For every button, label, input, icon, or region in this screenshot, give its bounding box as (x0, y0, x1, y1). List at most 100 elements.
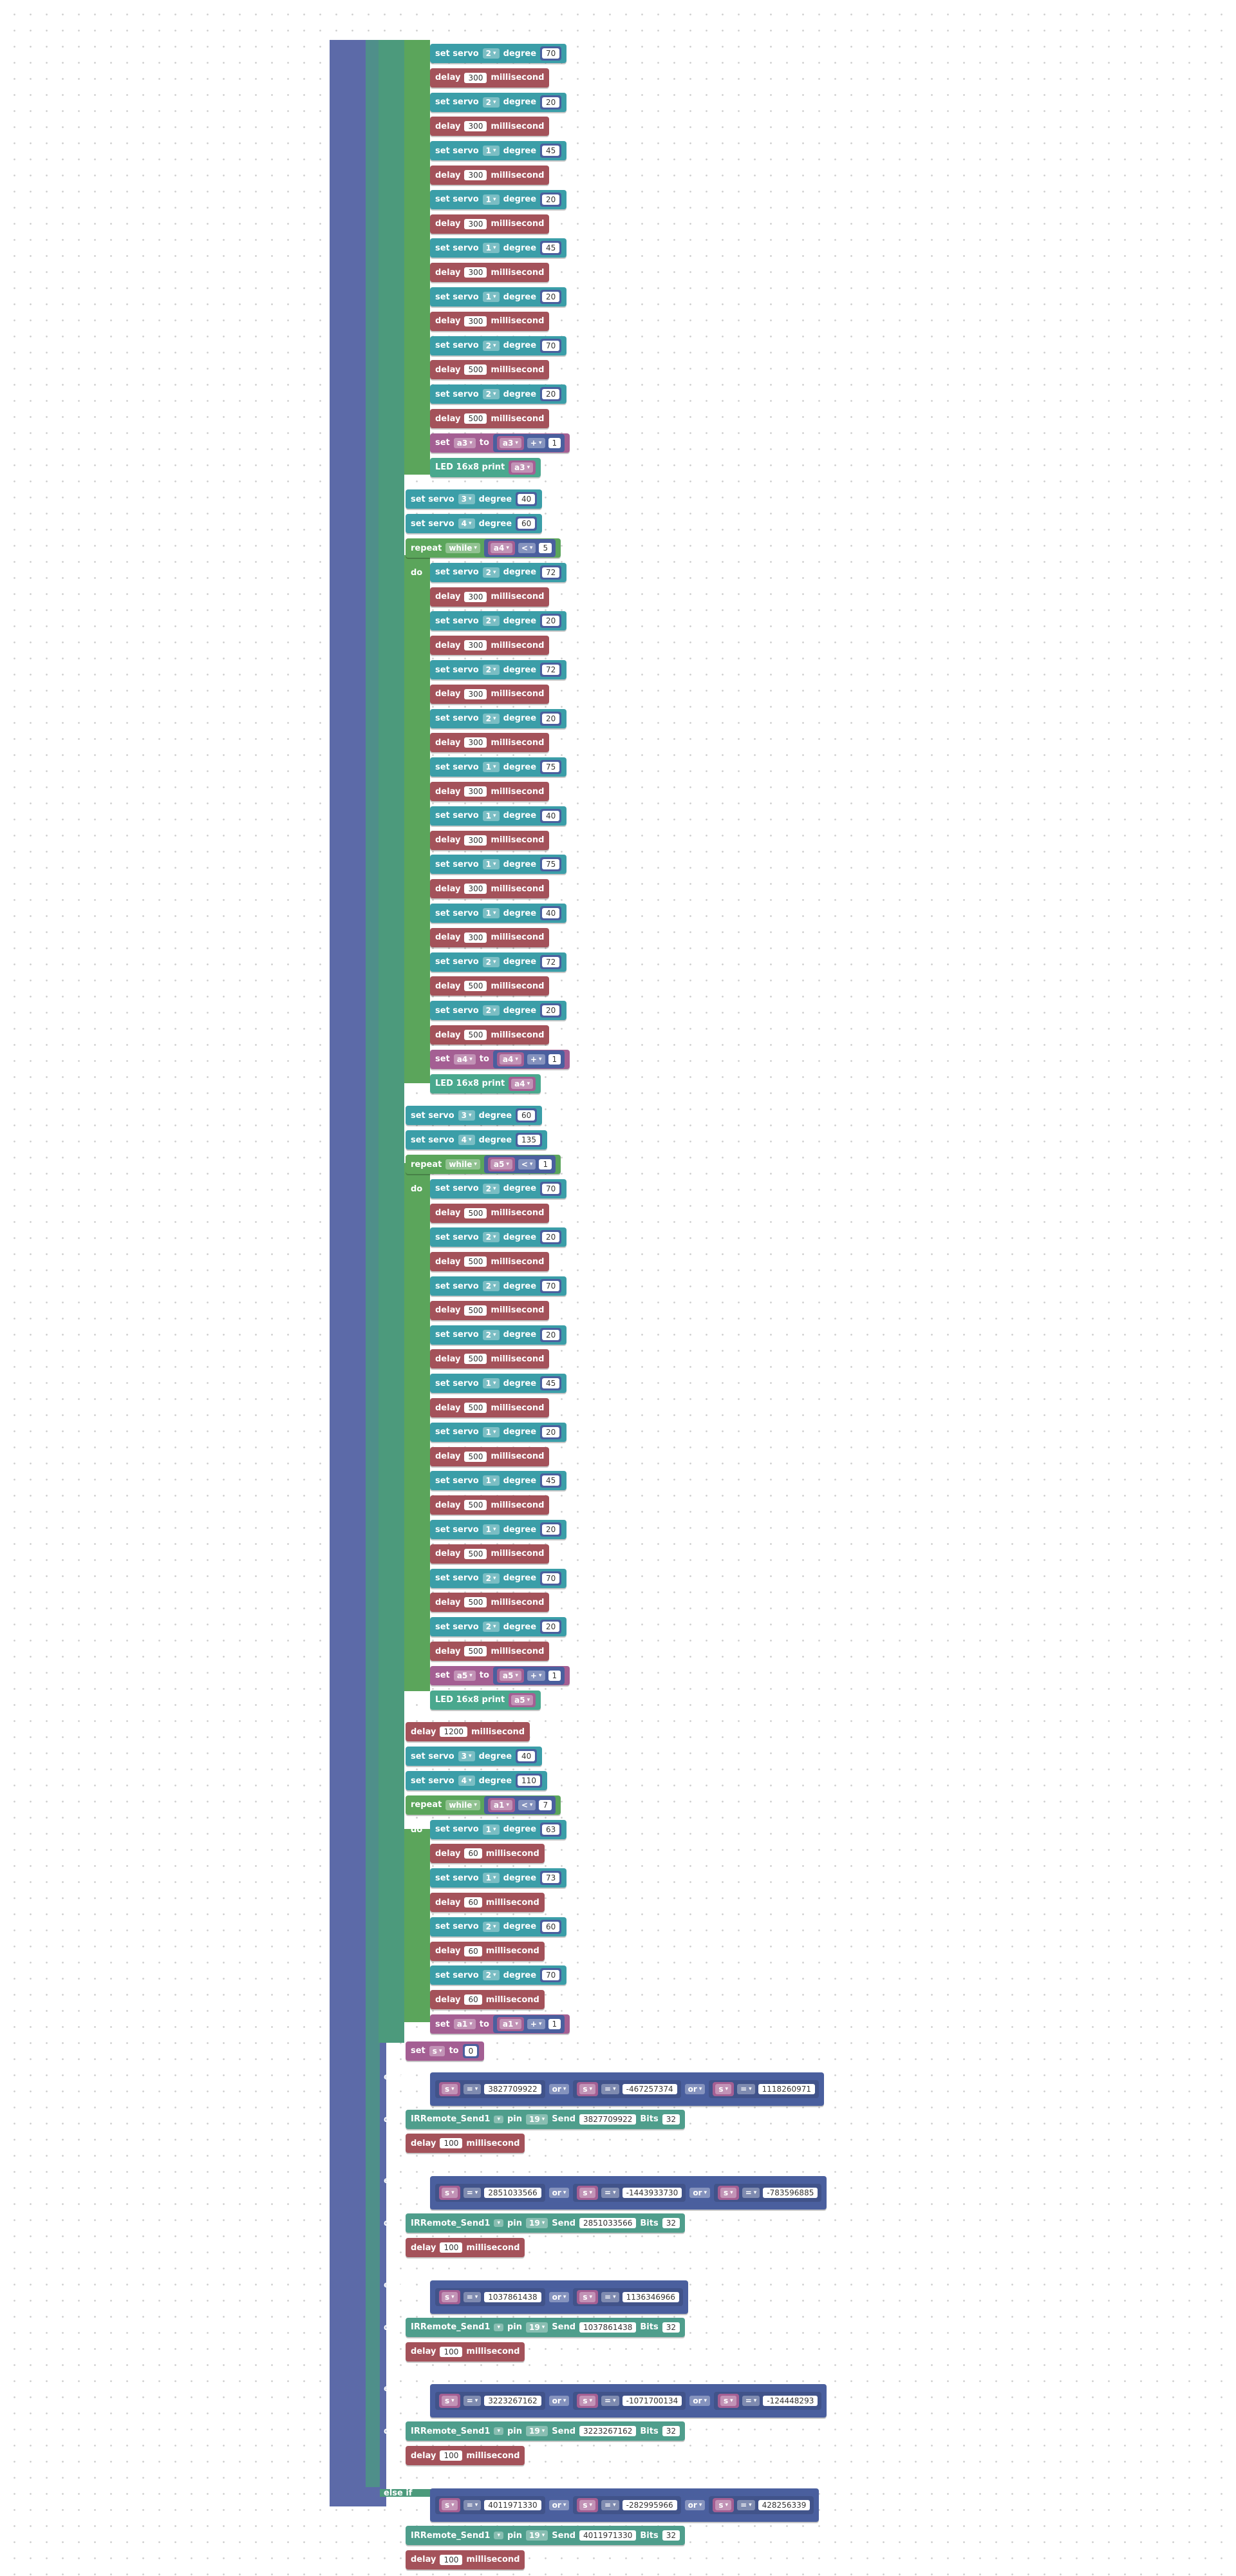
servo-number-dropdown[interactable]: 1▾ (482, 1873, 500, 1884)
arithmetic-block[interactable]: a4▾+▾1 (492, 1050, 565, 1068)
degree-input-block[interactable]: 70 (540, 1181, 562, 1196)
compare-operator-dropdown[interactable]: <▾ (518, 543, 536, 553)
equals-block[interactable]: s▾=▾3827709922 (435, 2079, 545, 2098)
send-value-input[interactable]: 3827709922 (579, 2114, 637, 2125)
variable-getter[interactable]: s▾ (439, 2498, 460, 2512)
send-value-input[interactable]: 4011971330 (579, 2530, 637, 2541)
delay-input[interactable]: 60 (464, 1897, 482, 1908)
equals-operator-dropdown[interactable]: =▾ (463, 2500, 482, 2510)
delay-input[interactable]: 100 (440, 2450, 463, 2461)
delay-input[interactable]: 500 (464, 1030, 487, 1040)
variable-getter[interactable]: s▾ (718, 2186, 739, 2201)
servo-number-dropdown[interactable]: 2▾ (482, 616, 500, 627)
degree-input-block[interactable]: 72 (540, 954, 562, 969)
degree-input-block[interactable]: 45 (540, 241, 562, 256)
servo-number-dropdown[interactable]: 1▾ (482, 1378, 500, 1389)
degree-input-block[interactable]: 20 (540, 614, 562, 629)
ir-device-dropdown[interactable]: ▾ (494, 2323, 503, 2331)
variable-getter[interactable]: a3▾ (509, 460, 536, 475)
bits-input[interactable]: 32 (662, 2426, 680, 2437)
variable-getter[interactable]: a1▾ (496, 2017, 524, 2031)
degree-input-block[interactable]: 135 (516, 1133, 542, 1148)
delay-input[interactable]: 60 (464, 1848, 482, 1859)
compare-block[interactable]: a5▾<▾1 (483, 1155, 556, 1173)
equals-operator-dropdown[interactable]: =▾ (463, 2188, 482, 2199)
loop-mode-dropdown[interactable]: while▾ (445, 1159, 480, 1170)
degree-input[interactable]: 75 (542, 762, 560, 773)
delay-input[interactable]: 100 (440, 2138, 463, 2149)
servo-number-dropdown[interactable]: 2▾ (482, 340, 500, 351)
degree-input-block[interactable]: 110 (516, 1774, 542, 1788)
degree-input[interactable]: 75 (542, 859, 560, 870)
servo-number-dropdown[interactable]: 2▾ (482, 97, 500, 108)
delay-input[interactable]: 300 (464, 72, 487, 83)
equals-block[interactable]: s▾=▾1118260971 (709, 2079, 819, 2098)
delay-input[interactable]: 500 (464, 413, 487, 424)
variable-getter[interactable]: a1▾ (487, 1797, 515, 1812)
compare-block[interactable]: a4▾<▾5 (483, 539, 556, 557)
degree-input[interactable]: 72 (542, 956, 560, 967)
delay-input[interactable]: 500 (464, 1256, 487, 1267)
bits-input[interactable]: 32 (662, 2218, 680, 2229)
degree-input-block[interactable]: 20 (540, 192, 562, 207)
degree-input[interactable]: 20 (542, 194, 560, 205)
increment-input[interactable]: 1 (548, 437, 561, 448)
servo-number-dropdown[interactable]: 3▾ (458, 494, 475, 505)
variable-getter[interactable]: a4▾ (496, 1052, 524, 1066)
ir-device-dropdown[interactable]: ▾ (494, 2115, 503, 2123)
degree-input-block[interactable]: 20 (540, 1327, 562, 1342)
degree-input[interactable]: 40 (518, 494, 536, 505)
code-value[interactable]: 3827709922 (484, 2083, 541, 2094)
degree-input-block[interactable]: 70 (540, 1279, 562, 1293)
servo-number-dropdown[interactable]: 1▾ (482, 243, 500, 254)
servo-number-dropdown[interactable]: 1▾ (482, 908, 500, 918)
servo-number-dropdown[interactable]: 2▾ (482, 1005, 500, 1016)
variable-dropdown[interactable]: a4▾ (490, 543, 512, 553)
servo-number-dropdown[interactable]: 2▾ (482, 1329, 500, 1340)
degree-input-block[interactable]: 70 (540, 46, 562, 61)
servo-number-dropdown[interactable]: 4▾ (458, 1135, 475, 1146)
delay-input[interactable]: 500 (464, 1597, 487, 1608)
pin-dropdown[interactable]: 19▾ (526, 2114, 548, 2125)
variable-getter[interactable]: a5▾ (509, 1692, 536, 1707)
servo-number-dropdown[interactable]: 2▾ (482, 48, 500, 59)
equals-block[interactable]: s▾=▾1136346966 (573, 2287, 683, 2306)
equals-operator-dropdown[interactable]: =▾ (463, 2083, 482, 2094)
degree-input[interactable]: 70 (542, 1573, 560, 1584)
delay-input[interactable]: 300 (464, 737, 487, 748)
code-value[interactable]: -124448293 (763, 2396, 818, 2407)
degree-input[interactable]: 60 (518, 518, 536, 529)
degree-input[interactable]: 63 (542, 1824, 560, 1835)
servo-number-dropdown[interactable]: 1▾ (482, 762, 500, 773)
variable-dropdown[interactable]: s▾ (579, 2083, 596, 2094)
delay-input[interactable]: 300 (464, 121, 487, 132)
servo-number-dropdown[interactable]: 2▾ (482, 713, 500, 724)
